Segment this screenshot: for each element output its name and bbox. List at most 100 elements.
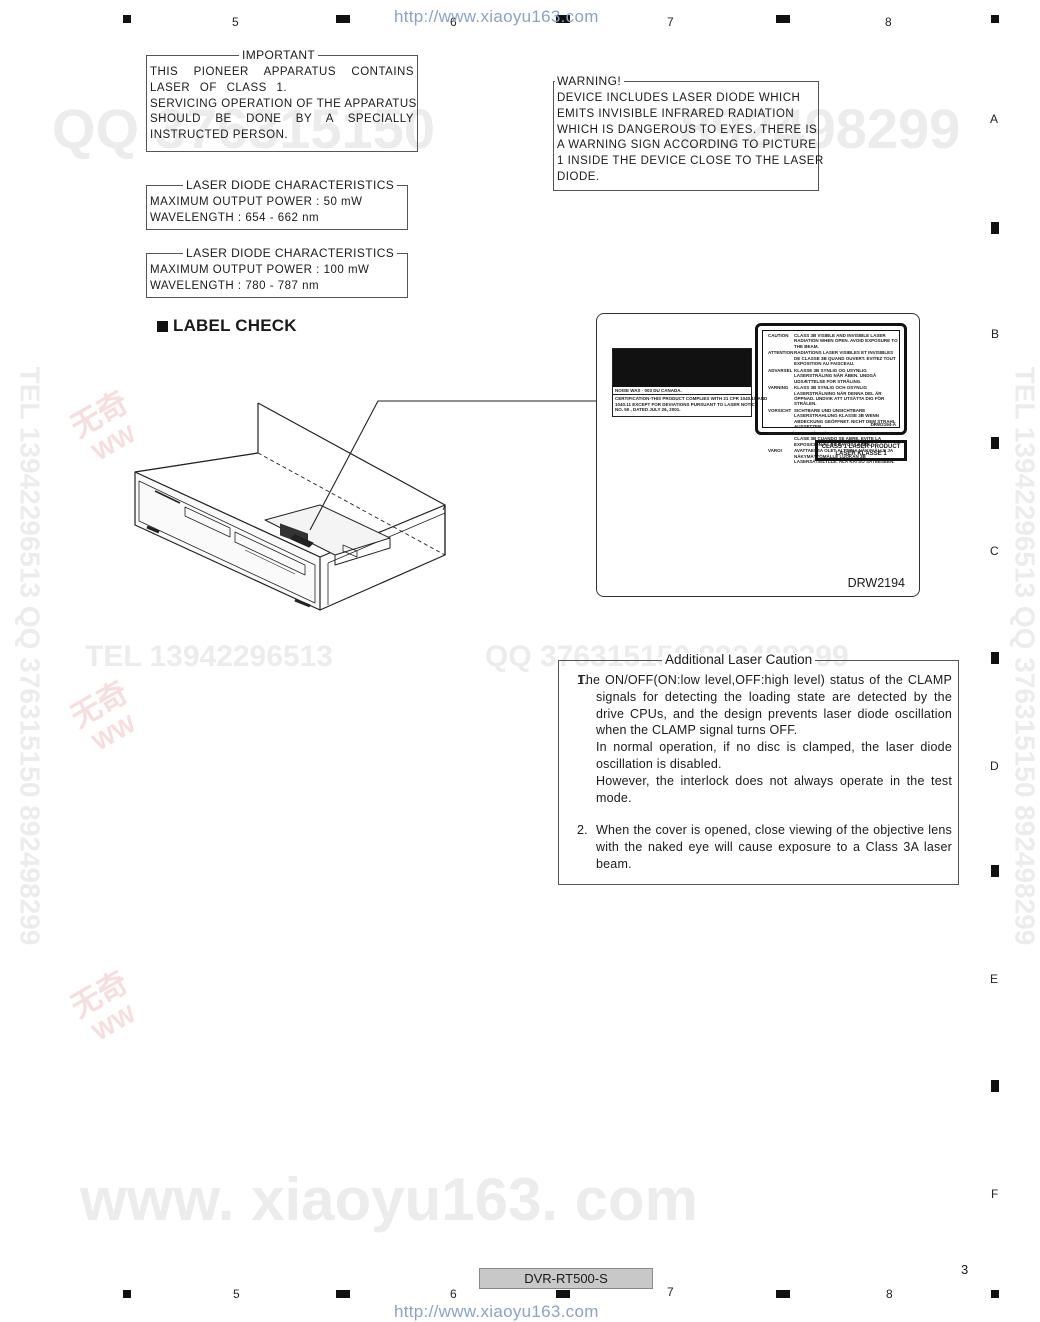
- caution-row: VORSICHT SICHTBARE UND UNSICHTBARE LASER…: [768, 408, 896, 430]
- disc-tray: [184, 506, 231, 538]
- grid-number: 8: [886, 1287, 893, 1301]
- drawing-code: DRW2194: [847, 576, 905, 590]
- important-line: LASER OF CLASS 1.: [150, 81, 288, 94]
- warning-box: WARNING! DEVICE INCLUDES LASER DIODE WHI…: [553, 74, 823, 191]
- additional-caution-legend: Additional Laser Caution: [662, 653, 816, 667]
- caution-row: ADVARSEL KLASSE 3B SYNLIG OG USYNLIG LAS…: [768, 367, 877, 384]
- caution-paragraph: In normal operation, if no disc is clamp…: [596, 740, 952, 771]
- side-letter-f: F: [991, 1187, 999, 1201]
- laser-diode-legend: LASER DIODE CHARACTERISTICS: [183, 178, 398, 192]
- caution-row: VARNING KLASS 3B SYNLIG OCH OSYNLIG LASE…: [768, 385, 885, 407]
- important-line: THIS PIONEER APPARATUS CONTAINS: [150, 66, 414, 78]
- caution-row: ATTENTION RADIATIONS LASER VISIBLES ET I…: [768, 350, 896, 367]
- label-detail-panel: NOISE WAS · 003 DU CANADA. CERTIFICATION…: [596, 313, 920, 597]
- watermark-vertical-left: TEL 13942296513 QQ 376315150 892498299: [14, 366, 46, 946]
- caution-paragraph: When the cover is opened, close viewing …: [596, 823, 952, 871]
- caution-item-2: 2. When the cover is opened, close viewi…: [559, 822, 952, 872]
- label-check-heading: LABEL CHECK: [157, 316, 297, 336]
- foot: [294, 598, 311, 608]
- label-certification-line: 1040.11 EXCEPT FOR DEVIATIONS PURSUANT T…: [615, 401, 758, 407]
- label-check-title: LABEL CHECK: [173, 316, 297, 335]
- certification-label: NOISE WAS · 003 DU CANADA. CERTIFICATION…: [612, 348, 768, 417]
- caution-label: CAUTION CLASS 3B VISIBLE AND INVISIBLE L…: [755, 323, 907, 464]
- caution-item-number: 1.: [577, 673, 588, 687]
- grid-number: 6: [450, 15, 457, 29]
- front-panel-button-row: [244, 549, 296, 575]
- grid-mark: [776, 1290, 790, 1298]
- side-mark: [991, 865, 999, 877]
- corner-mark: [991, 1290, 999, 1298]
- front-panel-inner: [138, 480, 316, 604]
- side-mark: [991, 652, 999, 664]
- label-certification-line: CERTIFICATION-THIS PRODUCT COMPLIES WITH…: [615, 396, 768, 402]
- grid-mark: [336, 15, 350, 23]
- additional-caution-box: Additional Laser Caution 1. The ON/OFF(O…: [558, 653, 959, 885]
- model-badge: DVR-RT500-S: [479, 1268, 653, 1289]
- label-canada-text: NOISE WAS · 003 DU CANADA.: [613, 387, 751, 396]
- laser-diode-wavelength: WAVELENGTH : 654 - 662 nm: [150, 211, 320, 224]
- dvd-recorder-illustration: [134, 400, 597, 611]
- laser-diode-wavelength: WAVELENGTH : 780 - 787 nm: [150, 279, 320, 292]
- important-line: SERVICING OPERATION OF THE APPARATUS: [150, 97, 417, 110]
- side-letter-e: E: [990, 972, 999, 986]
- chassis-right-side: [319, 504, 446, 611]
- corner-mark: [123, 1290, 131, 1298]
- watermark-tel: TEL 13942296513: [85, 640, 333, 673]
- drive-connector: [342, 544, 358, 558]
- chassis-hidden-edge: [257, 452, 446, 556]
- watermark-vertical-right: TEL 13942296513 QQ 376315150 892498299: [1009, 366, 1040, 946]
- warning-line: DIODE.: [557, 170, 600, 183]
- side-mark: [991, 222, 999, 234]
- grid-number: 7: [667, 1285, 674, 1299]
- warning-line: 1 INSIDE THE DEVICE CLOSE TO THE LASER: [557, 155, 824, 168]
- grid-number: 8: [885, 15, 892, 29]
- caution-item-number: 2.: [577, 823, 588, 838]
- caution-paragraph: The ON/OFF(ON:low level,OFF:high level) …: [578, 673, 952, 738]
- side-mark: [991, 437, 999, 449]
- grid-mark: [776, 15, 790, 23]
- warning-legend: WARNING!: [555, 74, 625, 88]
- class-1-label: CLASS 1 LASER PRODUCT LASER KLASSE 1: [815, 440, 907, 461]
- drive-unit-side: [334, 538, 391, 566]
- laser-diode-box-1: LASER DIODE CHARACTERISTICS MAXIMUM OUTP…: [146, 178, 408, 230]
- vcr-slot: [154, 490, 181, 504]
- important-legend: IMPORTANT: [239, 48, 319, 62]
- important-line: SHOULD BE DONE BY A SPECIALLY: [150, 113, 414, 126]
- grid-mark: [556, 15, 570, 23]
- laser-diode-legend: LASER DIODE CHARACTERISTICS: [183, 246, 398, 260]
- grid-number: 7: [667, 15, 674, 29]
- caution-row: CAUTION CLASS 3B VISIBLE AND INVISIBLE L…: [768, 333, 898, 349]
- corner-mark: [123, 15, 131, 23]
- side-letter-d: D: [990, 759, 999, 773]
- heading-square-icon: [157, 320, 168, 332]
- label-certification-line: NO. 50 , DATED JULY 26, 2001.: [615, 407, 681, 413]
- header-url-link[interactable]: http://www.xiaoyu163.com: [394, 7, 599, 26]
- important-box: IMPORTANT THIS PIONEER APPARATUS CONTAIN…: [146, 48, 418, 152]
- caution-row: PRECAUCIÓN RADIACIÓN LÁSER VISIBLE E INV…: [768, 430, 890, 447]
- warning-line: DEVICE INCLUDES LASER DIODE WHICH: [557, 92, 801, 104]
- side-mark: [991, 1080, 999, 1092]
- caution-row: VARO! AVATTAESSA OLET ALTTIINA NÄKYVÄLLE…: [768, 448, 895, 465]
- laser-diode-box-2: LASER DIODE CHARACTERISTICS MAXIMUM OUTP…: [146, 246, 408, 298]
- footer-url-link[interactable]: http://www.xiaoyu163.com: [394, 1302, 599, 1321]
- class-1-line: LASER KLASSE 1: [835, 451, 887, 457]
- grid-number: 6: [450, 1287, 457, 1301]
- page-number: 3: [961, 1262, 969, 1277]
- corner-mark: [991, 15, 999, 23]
- side-letter-b: B: [991, 327, 1000, 341]
- important-line: INSTRUCTED PERSON.: [150, 129, 289, 142]
- watermark-site: www. xiaoyu163. com: [80, 1166, 699, 1233]
- display-window: [234, 531, 306, 576]
- caution-item-1: 1. The ON/OFF(ON:low level,OFF:high leve…: [559, 672, 952, 806]
- grid-mark: [336, 1290, 350, 1298]
- class-1-line: CLASS 1 LASER PRODUCT: [821, 444, 901, 450]
- grid-number: 5: [233, 1287, 240, 1301]
- warning-line: A WARNING SIGN ACCORDING TO PICTURE: [557, 139, 817, 152]
- front-top-edge: [134, 452, 321, 558]
- watermark-qq-left: QQ 376315150: [52, 97, 435, 160]
- side-letter-a: A: [990, 112, 999, 126]
- label-black-bar: [613, 349, 751, 387]
- grid-number: 5: [232, 15, 239, 29]
- caution-label-code: DRW2194-A: [870, 421, 896, 427]
- laser-diode-power: MAXIMUM OUTPUT POWER : 100 mW: [150, 264, 370, 276]
